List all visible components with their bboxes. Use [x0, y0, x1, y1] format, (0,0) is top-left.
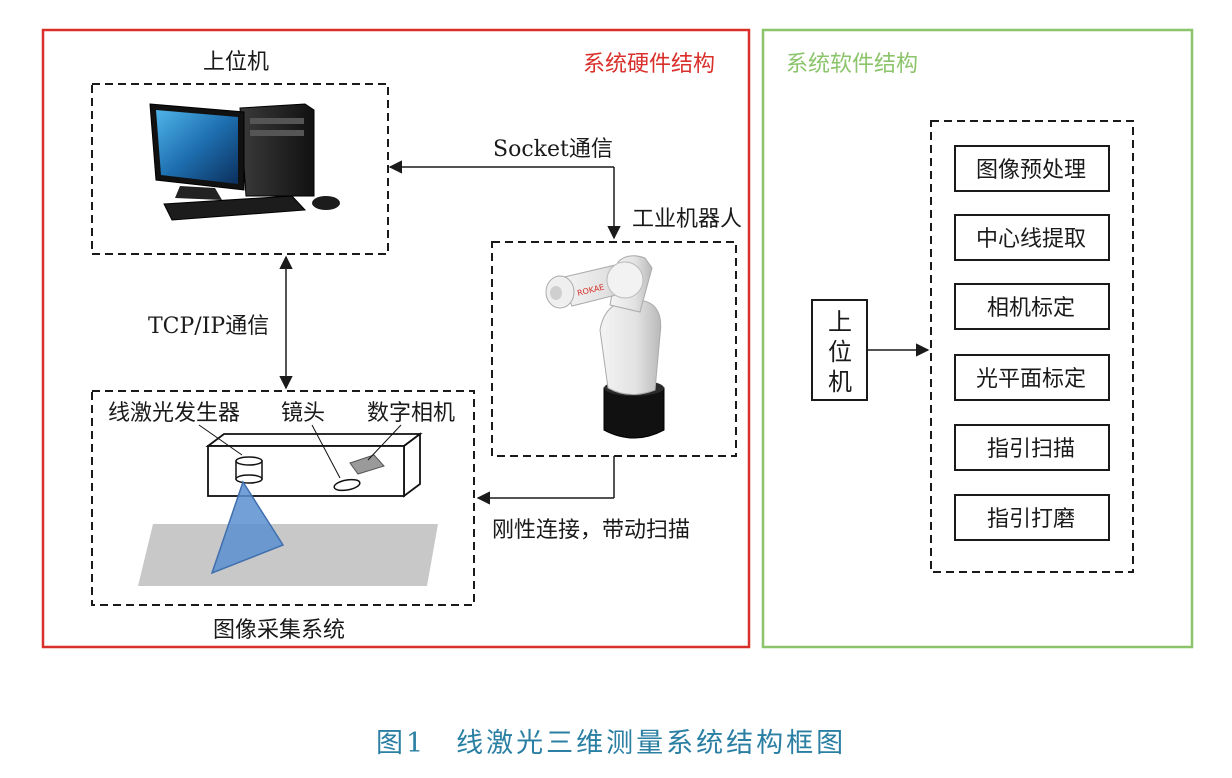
industrial-robot-icon: ROKAE — [545, 255, 665, 439]
module-label-preprocess: 图像预处理 — [976, 158, 1086, 183]
lens-label: 镜头 — [281, 401, 325, 426]
acquisition-label: 图像采集系统 — [213, 618, 345, 643]
lens-icon — [333, 478, 361, 492]
host-pc-label: 上位机 — [203, 50, 269, 75]
host-pc-box — [91, 83, 389, 255]
laser-beam — [210, 480, 285, 575]
module-label-guided-scan: 指引扫描 — [987, 437, 1075, 462]
acquisition-box — [91, 390, 475, 606]
module-box-guided-grind — [954, 494, 1110, 541]
module-box-preprocess — [954, 145, 1110, 192]
hardware-title: 系统硬件结构 — [583, 52, 715, 77]
camera-label: 数字相机 — [367, 401, 455, 426]
software-host-char-2: 位 — [828, 338, 852, 366]
module-box-centerline — [954, 214, 1110, 261]
camera-sensor-icon — [349, 454, 385, 475]
software-modules-box — [930, 120, 1134, 573]
laser-generator-label: 线激光发生器 — [108, 401, 240, 426]
work-surface — [138, 524, 438, 586]
module-label-camera-calib: 相机标定 — [987, 296, 1075, 321]
module-box-plane-calib — [954, 354, 1110, 401]
module-box-guided-scan — [954, 424, 1110, 471]
laser-emitter-icon — [235, 456, 263, 484]
rigid-link-label: 刚性连接，带动扫描 — [492, 518, 690, 543]
socket-label: Socket通信 — [493, 137, 613, 162]
software-host-char-3: 机 — [828, 368, 852, 396]
desktop-computer-icon — [149, 103, 340, 221]
module-label-centerline: 中心线提取 — [976, 227, 1086, 252]
tcpip-label: TCP/IP通信 — [148, 314, 269, 339]
software-title: 系统软件结构 — [786, 52, 918, 77]
hardware-panel — [41, 28, 751, 649]
module-label-guided-grind: 指引打磨 — [987, 507, 1075, 532]
software-host-char-1: 上 — [828, 308, 852, 336]
figure-caption: 图1 线激光三维测量系统结构框图 — [376, 728, 846, 759]
software-panel — [761, 28, 1194, 649]
module-label-plane-calib: 光平面标定 — [976, 367, 1086, 392]
module-box-camera-calib — [954, 283, 1110, 330]
robot-label: 工业机器人 — [632, 207, 742, 232]
